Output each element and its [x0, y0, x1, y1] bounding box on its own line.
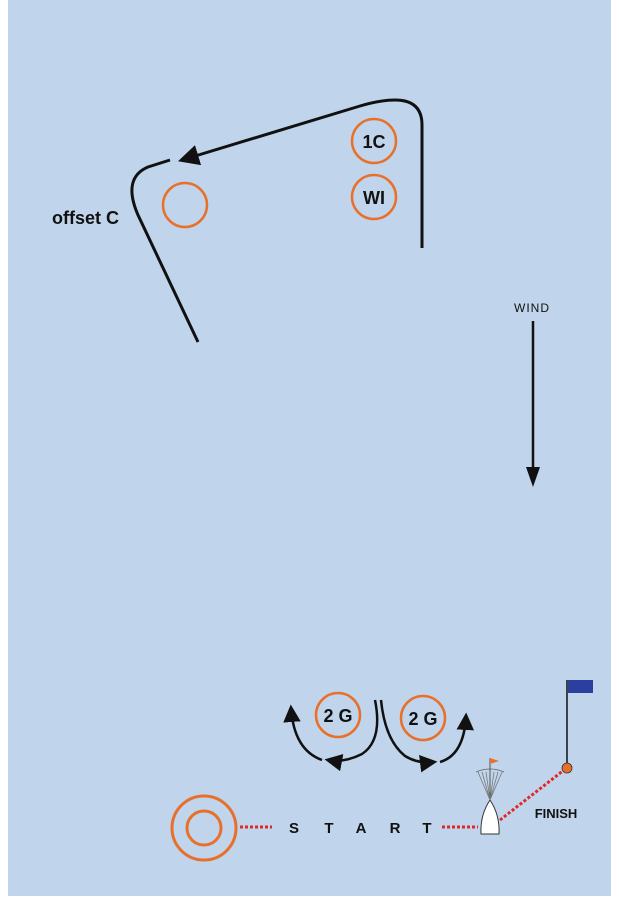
finish-line [499, 768, 565, 822]
boat-icon [475, 758, 505, 835]
flag-icon [561, 680, 593, 774]
offset-c-label: offset C [52, 208, 119, 228]
mark-offset-c [161, 181, 209, 229]
pin-end-mark [170, 794, 238, 862]
start-letter-r: R [390, 820, 401, 837]
mark-1c: 1C [350, 117, 398, 165]
mark-wi: WI [350, 173, 398, 221]
start-letter-t: T [324, 820, 333, 837]
gate-path-right-outer [439, 712, 475, 764]
course-path-upper [177, 98, 424, 248]
gate-path-left [324, 699, 379, 772]
gate-path-right [379, 699, 438, 773]
wind-label: WIND [514, 301, 550, 315]
gate-left-label: 2 G [323, 706, 352, 726]
mark-gate-left: 2 G [314, 691, 362, 739]
gate-path-left-outer [283, 704, 323, 762]
mark-wi-label: WI [363, 188, 385, 208]
arrow-down-icon [526, 321, 540, 487]
gate-right-label: 2 G [408, 709, 437, 729]
start-letter-t2: T [422, 820, 431, 837]
mark-1c-label: 1C [362, 132, 385, 152]
mark-gate-right: 2 G [399, 694, 447, 742]
start-letter-a: A [356, 820, 367, 837]
start-letter-s: S [289, 820, 299, 837]
course-path-offset-leg [130, 158, 200, 343]
course-panel [8, 0, 611, 896]
finish-label: FINISH [535, 806, 578, 821]
